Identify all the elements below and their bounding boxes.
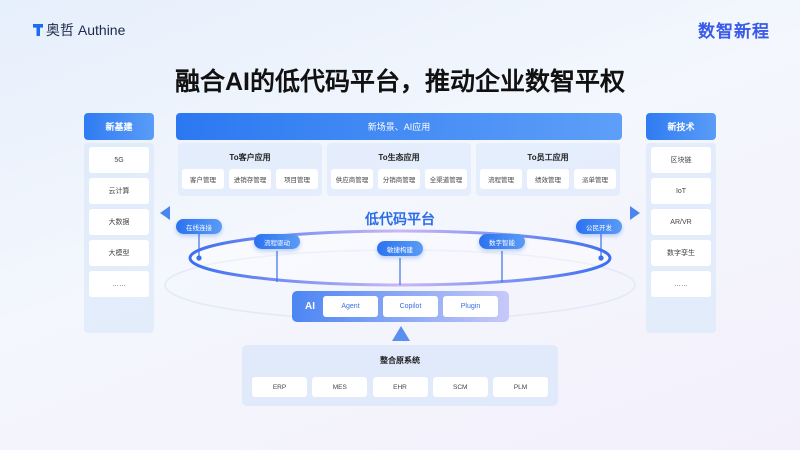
platform-pill: 流程驱动 — [254, 234, 300, 249]
legacy-item: ERP — [252, 377, 307, 397]
app-group: To生态应用 供应商管理分销商管理全渠道管理 — [327, 143, 471, 196]
right-item: AR/VR — [651, 209, 711, 235]
app-item: 进销存管理 — [229, 169, 271, 189]
group-title: To生态应用 — [378, 153, 420, 162]
legacy-item: PLM — [493, 377, 548, 397]
app-group: To客户应用 客户管理进销存管理项目管理 — [178, 143, 322, 196]
right-column: 新技术 区块链 IoT AR/VR 数字孪生 …… — [646, 113, 716, 333]
platform-pill: 在线连接 — [176, 219, 222, 234]
left-arrow-icon — [160, 206, 170, 220]
left-item: 大数据 — [89, 209, 149, 235]
right-item: 区块链 — [651, 147, 711, 173]
app-item: 流程管理 — [480, 169, 522, 189]
left-column: 新基建 5G 云计算 大数据 大模型 …… — [84, 113, 154, 333]
ai-item-plugin: Plugin — [443, 296, 498, 317]
right-arrow-icon — [630, 206, 640, 220]
platform-pill: 数字智能 — [479, 234, 525, 249]
scenario-banner: 新场景、AI应用 — [176, 113, 622, 140]
platform-pill: 公民开发 — [576, 219, 622, 234]
authine-logo: 奥哲 Authine — [33, 20, 125, 40]
group-title: To员工应用 — [527, 153, 569, 162]
left-item: …… — [89, 271, 149, 297]
left-item: 大模型 — [89, 240, 149, 266]
legacy-item: SCM — [432, 377, 488, 397]
app-item: 全渠道管理 — [425, 169, 467, 189]
ai-label: AI — [305, 301, 315, 312]
ai-bar: AI Agent Copilot Plugin — [292, 291, 509, 322]
logo-text: 奥哲 Authine — [46, 22, 126, 38]
up-arrow-icon — [392, 326, 410, 341]
legacy-item: EHR — [372, 377, 428, 397]
group-title: To客户应用 — [229, 153, 271, 162]
platform-title: 低代码平台 — [365, 211, 435, 227]
right-item: IoT — [651, 178, 711, 204]
brand-slogan: 数智新程 — [698, 22, 770, 41]
left-item: 云计算 — [89, 178, 149, 204]
app-item: 绩效管理 — [527, 169, 569, 189]
app-item: 供应商管理 — [331, 169, 373, 189]
legacy-systems: 整合原系统 ERP MES EHR SCM PLM — [242, 345, 558, 406]
logo-mark-icon — [33, 24, 43, 36]
app-item: 派单管理 — [574, 169, 616, 189]
right-item: …… — [651, 271, 711, 297]
ai-item-copilot: Copilot — [383, 296, 438, 317]
legacy-item: MES — [312, 377, 368, 397]
left-item: 5G — [89, 147, 149, 173]
page-title: 融合AI的低代码平台，推动企业数智平权 — [174, 68, 625, 96]
app-group: To员工应用 流程管理绩效管理派单管理 — [476, 143, 620, 196]
right-item: 数字孪生 — [651, 240, 711, 266]
left-column-title: 新基建 — [84, 113, 154, 140]
app-item: 客户管理 — [182, 169, 224, 189]
right-column-title: 新技术 — [646, 113, 716, 140]
app-item: 分销商管理 — [378, 169, 420, 189]
ai-item-agent: Agent — [323, 296, 378, 317]
legacy-title: 整合原系统 — [380, 356, 420, 365]
app-item: 项目管理 — [276, 169, 318, 189]
platform-pill: 敏捷构建 — [377, 241, 423, 256]
